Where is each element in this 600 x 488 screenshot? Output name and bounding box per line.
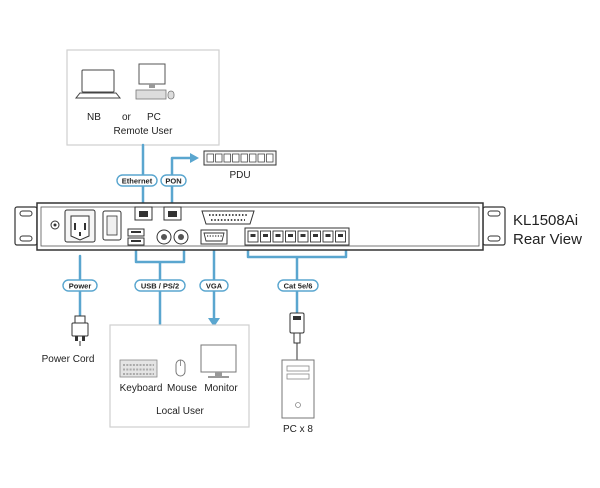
ethernet-pill: Ethernet [116, 174, 158, 187]
pon-pill: PON [160, 174, 187, 187]
or-label: or [122, 112, 132, 123]
device-model: KL1508Ai [513, 212, 578, 229]
pdu-outlet [232, 153, 240, 163]
remote-user-box: NB or PC Remote User [66, 49, 220, 146]
pc-icon [135, 63, 175, 100]
computer-tower-icon [281, 359, 315, 419]
usb-ps2-pill: USB / PS/2 [134, 279, 186, 292]
vga-pill: VGA [199, 279, 229, 292]
pdu-outlet [257, 153, 265, 163]
notebook-icon [74, 69, 122, 99]
power-switch-icon [102, 210, 122, 241]
ethernet-port-icon [134, 206, 153, 221]
usb-ports-icon [127, 228, 145, 246]
ps2-ports-icon [156, 229, 189, 245]
usb-ps2-cable [134, 243, 186, 327]
ground-screw-icon [50, 220, 60, 230]
pdu-outlet [206, 153, 214, 163]
monitor-icon [200, 344, 237, 378]
power-cord-label: Power Cord [42, 354, 95, 365]
local-user-box: Keyboard Mouse Monitor Local User [109, 324, 250, 428]
monitor-label: Monitor [204, 383, 238, 394]
pon-cable [170, 156, 192, 209]
pdu-outlet [223, 153, 231, 163]
pdu-outlet [266, 153, 274, 163]
pdu-icon [203, 150, 277, 166]
pdu-outlet [215, 153, 223, 163]
vga-pill-label: VGA [206, 282, 223, 291]
device-view: Rear View [513, 231, 582, 248]
ethernet-pill-label: Ethernet [122, 177, 153, 186]
pc-label: PC [147, 112, 161, 123]
power-pill-label: Power [69, 282, 92, 291]
pc-count-label: PC x 8 [283, 424, 313, 435]
cat-pill-label: Cat 5e/6 [284, 282, 313, 291]
pdu-label: PDU [229, 170, 250, 181]
rj45-connector-icon [289, 312, 305, 360]
remote-user-caption: Remote User [114, 126, 174, 137]
pon-pill-label: PON [165, 177, 181, 186]
cat-ports-icon [244, 227, 350, 246]
keyboard-icon [119, 359, 158, 378]
pon-port-icon [163, 206, 182, 221]
nb-label: NB [87, 112, 101, 123]
local-user-caption: Local User [156, 406, 204, 417]
power-socket-icon [64, 209, 96, 243]
mouse-label: Mouse [167, 383, 197, 394]
cat-pill: Cat 5e/6 [277, 279, 319, 292]
mouse-icon [175, 359, 186, 377]
pdu-outlet [249, 153, 257, 163]
kvm-rear-panel [14, 202, 506, 251]
usb-ps2-pill-label: USB / PS/2 [141, 282, 179, 291]
power-plug-icon [71, 315, 89, 346]
power-pill: Power [62, 279, 98, 292]
pon-arrow-icon [190, 153, 199, 163]
vga-port-icon [200, 229, 228, 245]
serial-port-icon [201, 210, 255, 225]
pdu-outlet [240, 153, 248, 163]
vga-arrow-icon [208, 318, 220, 327]
keyboard-label: Keyboard [120, 383, 163, 394]
